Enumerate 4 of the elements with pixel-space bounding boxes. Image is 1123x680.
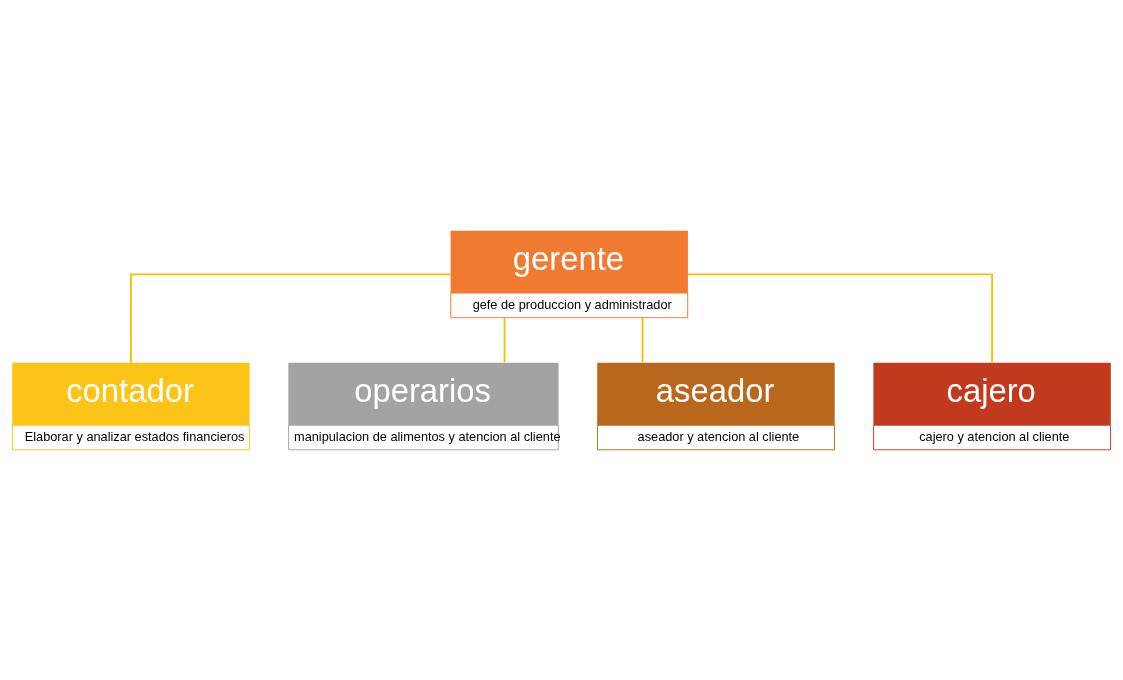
connector	[503, 316, 506, 364]
connector	[686, 273, 993, 364]
connector	[641, 316, 644, 364]
connector	[130, 273, 452, 364]
